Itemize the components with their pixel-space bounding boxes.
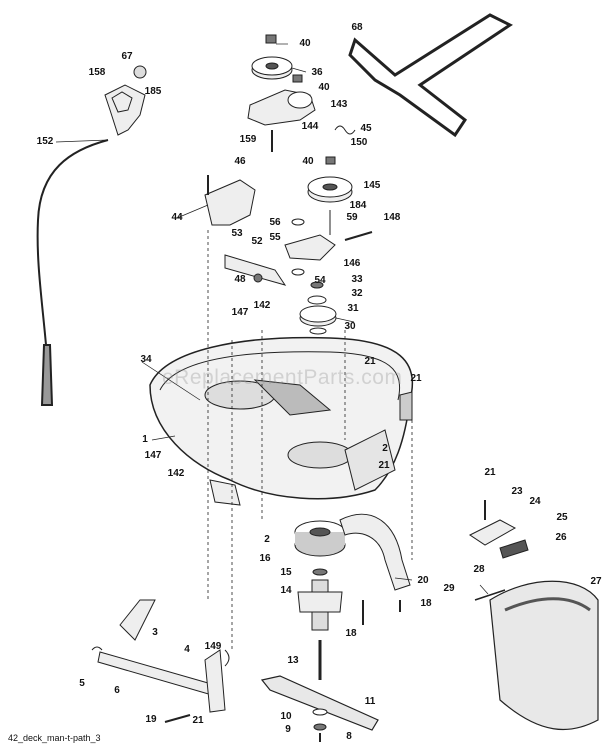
part-label-152: 152 xyxy=(36,136,54,147)
part-label-147: 147 xyxy=(144,450,162,461)
center-pulley-stack xyxy=(299,281,337,335)
part-label-23: 23 xyxy=(511,486,523,497)
part-label-184: 184 xyxy=(349,200,367,211)
idler-pulley-upper xyxy=(251,34,303,83)
front-hanger-assembly xyxy=(91,599,230,713)
part-label-21: 21 xyxy=(410,373,422,384)
part-label-144: 144 xyxy=(301,121,319,132)
part-label-59: 59 xyxy=(346,212,358,223)
part-label-1: 1 xyxy=(142,434,148,445)
engagement-cable-part xyxy=(36,139,109,406)
part-label-68: 68 xyxy=(351,22,363,33)
part-label-56: 56 xyxy=(269,217,281,228)
mower-deck-housing xyxy=(149,336,414,500)
part-label-20: 20 xyxy=(417,575,429,586)
part-label-40: 40 xyxy=(318,82,330,93)
part-label-26: 26 xyxy=(555,532,567,543)
part-label-54: 54 xyxy=(314,275,326,286)
part-label-52: 52 xyxy=(251,236,263,247)
part-label-145: 145 xyxy=(363,180,381,191)
part-label-21: 21 xyxy=(378,460,390,471)
part-label-2: 2 xyxy=(264,534,270,545)
part-label-45: 45 xyxy=(360,123,372,134)
part-label-24: 24 xyxy=(529,496,541,507)
idler-bracket-part xyxy=(247,89,316,126)
spindle-pulley xyxy=(294,520,346,557)
part-label-40: 40 xyxy=(302,156,314,167)
discharge-chute xyxy=(489,580,599,731)
watermark-text: eReplacementParts.com xyxy=(162,366,403,389)
part-label-36: 36 xyxy=(311,67,323,78)
part-label-13: 13 xyxy=(287,655,299,666)
diagram-code: 42_deck_man-t-path_3 xyxy=(8,733,101,743)
part-label-29: 29 xyxy=(443,583,455,594)
part-label-10: 10 xyxy=(280,711,292,722)
part-label-149: 149 xyxy=(204,641,222,652)
part-label-32: 32 xyxy=(351,288,363,299)
part-label-146: 146 xyxy=(343,258,361,269)
part-label-28: 28 xyxy=(473,564,485,575)
part-label-158: 158 xyxy=(88,67,106,78)
idler-pulley-lower xyxy=(307,176,353,203)
part-label-147: 147 xyxy=(231,307,249,318)
part-label-14: 14 xyxy=(280,585,292,596)
part-label-40: 40 xyxy=(299,38,311,49)
part-label-3: 3 xyxy=(152,627,158,638)
part-label-53: 53 xyxy=(231,228,243,239)
part-label-4: 4 xyxy=(184,644,190,655)
part-label-150: 150 xyxy=(350,137,368,148)
part-label-48: 48 xyxy=(234,274,246,285)
part-label-6: 6 xyxy=(114,685,120,696)
part-label-2: 2 xyxy=(382,443,388,454)
part-label-19: 19 xyxy=(145,714,157,725)
part-label-33: 33 xyxy=(351,274,363,285)
part-label-55: 55 xyxy=(269,232,281,243)
part-label-5: 5 xyxy=(79,678,85,689)
part-label-185: 185 xyxy=(144,86,162,97)
part-label-25: 25 xyxy=(556,512,568,523)
part-label-159: 159 xyxy=(239,134,257,145)
part-label-18: 18 xyxy=(420,598,432,609)
part-label-142: 142 xyxy=(253,300,271,311)
idler-arm-part xyxy=(284,210,336,276)
mower-blade xyxy=(260,675,379,731)
part-label-9: 9 xyxy=(285,724,291,735)
part-label-148: 148 xyxy=(383,212,401,223)
spindle-assembly xyxy=(297,579,343,631)
part-label-18: 18 xyxy=(345,628,357,639)
part-label-15: 15 xyxy=(280,567,292,578)
part-label-21: 21 xyxy=(484,467,496,478)
part-label-142: 142 xyxy=(167,468,185,479)
part-label-46: 46 xyxy=(234,156,246,167)
part-label-34: 34 xyxy=(140,354,152,365)
part-label-30: 30 xyxy=(344,321,356,332)
part-label-21: 21 xyxy=(192,715,204,726)
part-label-27: 27 xyxy=(590,576,602,587)
part-label-21: 21 xyxy=(364,356,376,367)
part-label-44: 44 xyxy=(171,212,183,223)
part-label-31: 31 xyxy=(347,303,359,314)
part-label-8: 8 xyxy=(346,731,352,742)
part-label-16: 16 xyxy=(259,553,271,564)
drive-belt-part xyxy=(348,13,513,138)
part-label-67: 67 xyxy=(121,51,133,62)
part-label-11: 11 xyxy=(364,696,376,707)
part-label-143: 143 xyxy=(330,99,348,110)
engagement-handle-part xyxy=(104,65,147,136)
belt-guard-part xyxy=(204,175,256,226)
